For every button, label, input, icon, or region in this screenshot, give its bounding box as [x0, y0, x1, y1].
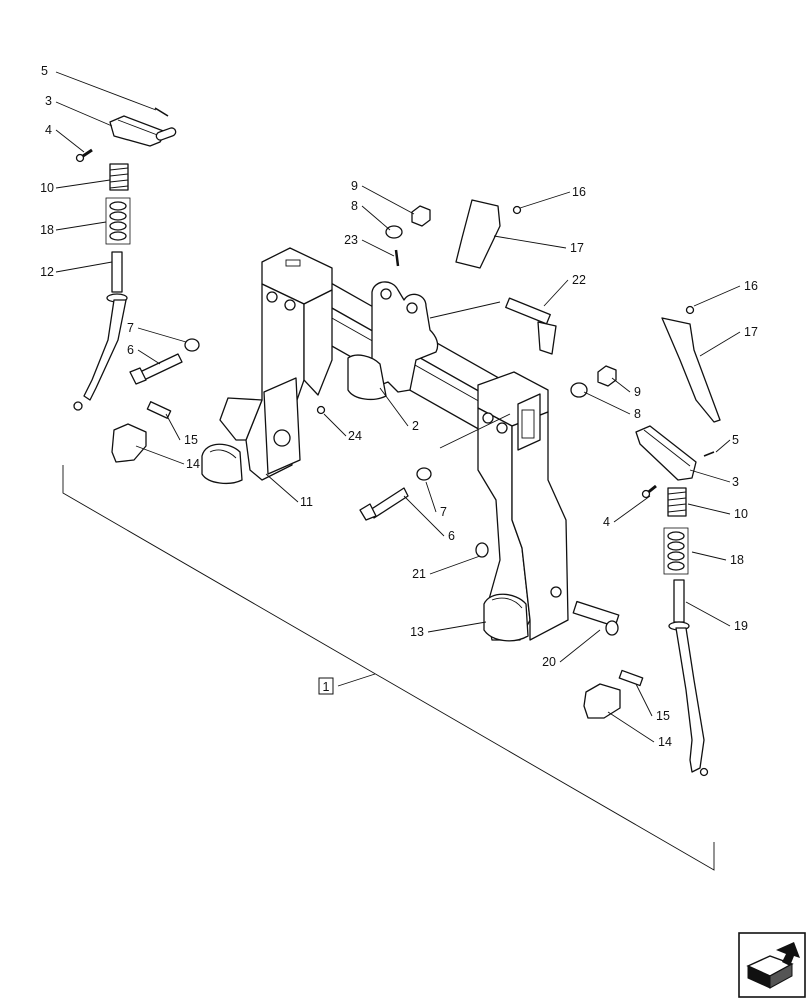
callout-label: 2 — [412, 419, 419, 433]
washer-left — [184, 338, 200, 352]
callout-label: 10 — [734, 507, 748, 521]
callout-label: 18 — [40, 223, 54, 237]
callout-label: 15 — [184, 433, 198, 447]
spring-left — [109, 163, 129, 191]
assembly-label: 1 — [323, 680, 330, 694]
washer-stack-left — [105, 197, 131, 245]
small-bolt-left — [75, 148, 93, 163]
callout-label: 9 — [351, 179, 358, 193]
release-rod-right — [668, 579, 709, 777]
callout-label: 16 — [744, 279, 758, 293]
callout-label: 3 — [732, 475, 739, 489]
grease-nipple — [316, 405, 326, 415]
callout-label: 3 — [45, 94, 52, 108]
callout-label: 4 — [45, 123, 52, 137]
nut-top — [411, 205, 431, 227]
callout-label: 23 — [344, 233, 358, 247]
roll-pin-left — [154, 107, 169, 117]
right-upright — [477, 371, 569, 642]
washer-top — [385, 225, 403, 239]
callout-label: 5 — [41, 64, 48, 78]
callout-labels: 5 3 4 10 18 12 7 6 15 14 9 8 23 16 17 22… — [40, 64, 758, 749]
callout-label: 16 — [572, 185, 586, 199]
callout-label: 7 — [440, 505, 447, 519]
callout-label: 21 — [412, 567, 426, 581]
hex-bolt-left — [129, 353, 183, 385]
spring-right — [667, 487, 687, 517]
leader-lines — [55, 71, 741, 743]
pivot-pin-left — [146, 401, 172, 419]
screw-right — [685, 305, 695, 315]
callout-label: 17 — [744, 325, 758, 339]
hitch-pin — [572, 600, 620, 636]
hex-bolt-mid — [359, 487, 409, 521]
callout-label: 12 — [40, 265, 54, 279]
split-pin-top — [394, 249, 400, 267]
callout-label: 5 — [732, 433, 739, 447]
nut-right — [597, 365, 617, 387]
callout-label: 8 — [634, 407, 641, 421]
callout-label: 6 — [448, 529, 455, 543]
assembly-bracket: 1 — [62, 465, 715, 871]
cover-plate-top — [455, 199, 501, 269]
screw-top — [512, 205, 522, 215]
pivot-pin-right — [618, 669, 644, 687]
roll-pin-right — [703, 451, 715, 457]
small-bolt-right — [641, 484, 657, 499]
cover-plate-right — [661, 317, 721, 423]
washer-right — [570, 382, 588, 398]
folded-arrow-icon[interactable] — [738, 932, 806, 998]
callout-label: 11 — [300, 495, 313, 509]
lock-block-right — [583, 683, 621, 719]
callout-label: 10 — [40, 181, 54, 195]
washer-mid — [416, 467, 432, 481]
lock-block-left — [111, 423, 147, 463]
callout-label: 13 — [410, 625, 424, 639]
callout-label: 20 — [542, 655, 556, 669]
callout-label: 18 — [730, 553, 744, 567]
latch-handle-right — [635, 425, 697, 481]
callout-label: 22 — [572, 273, 586, 287]
left-upright — [201, 247, 333, 485]
clip-pin — [475, 542, 489, 558]
center-hitch — [347, 281, 501, 401]
lynch-pin — [505, 297, 557, 355]
callout-label: 4 — [603, 515, 610, 529]
callout-label: 8 — [351, 199, 358, 213]
callout-label: 14 — [658, 735, 672, 749]
callout-label: 24 — [348, 429, 362, 443]
callout-label: 15 — [656, 709, 670, 723]
callout-label: 14 — [186, 457, 200, 471]
callout-label: 6 — [127, 343, 134, 357]
release-rod-left — [73, 251, 128, 411]
callout-label: 7 — [127, 321, 134, 335]
callout-label: 17 — [570, 241, 584, 255]
latch-handle-left — [109, 115, 177, 147]
callout-label: 9 — [634, 385, 641, 399]
callout-label: 19 — [734, 619, 748, 633]
washer-stack-right — [663, 527, 689, 575]
